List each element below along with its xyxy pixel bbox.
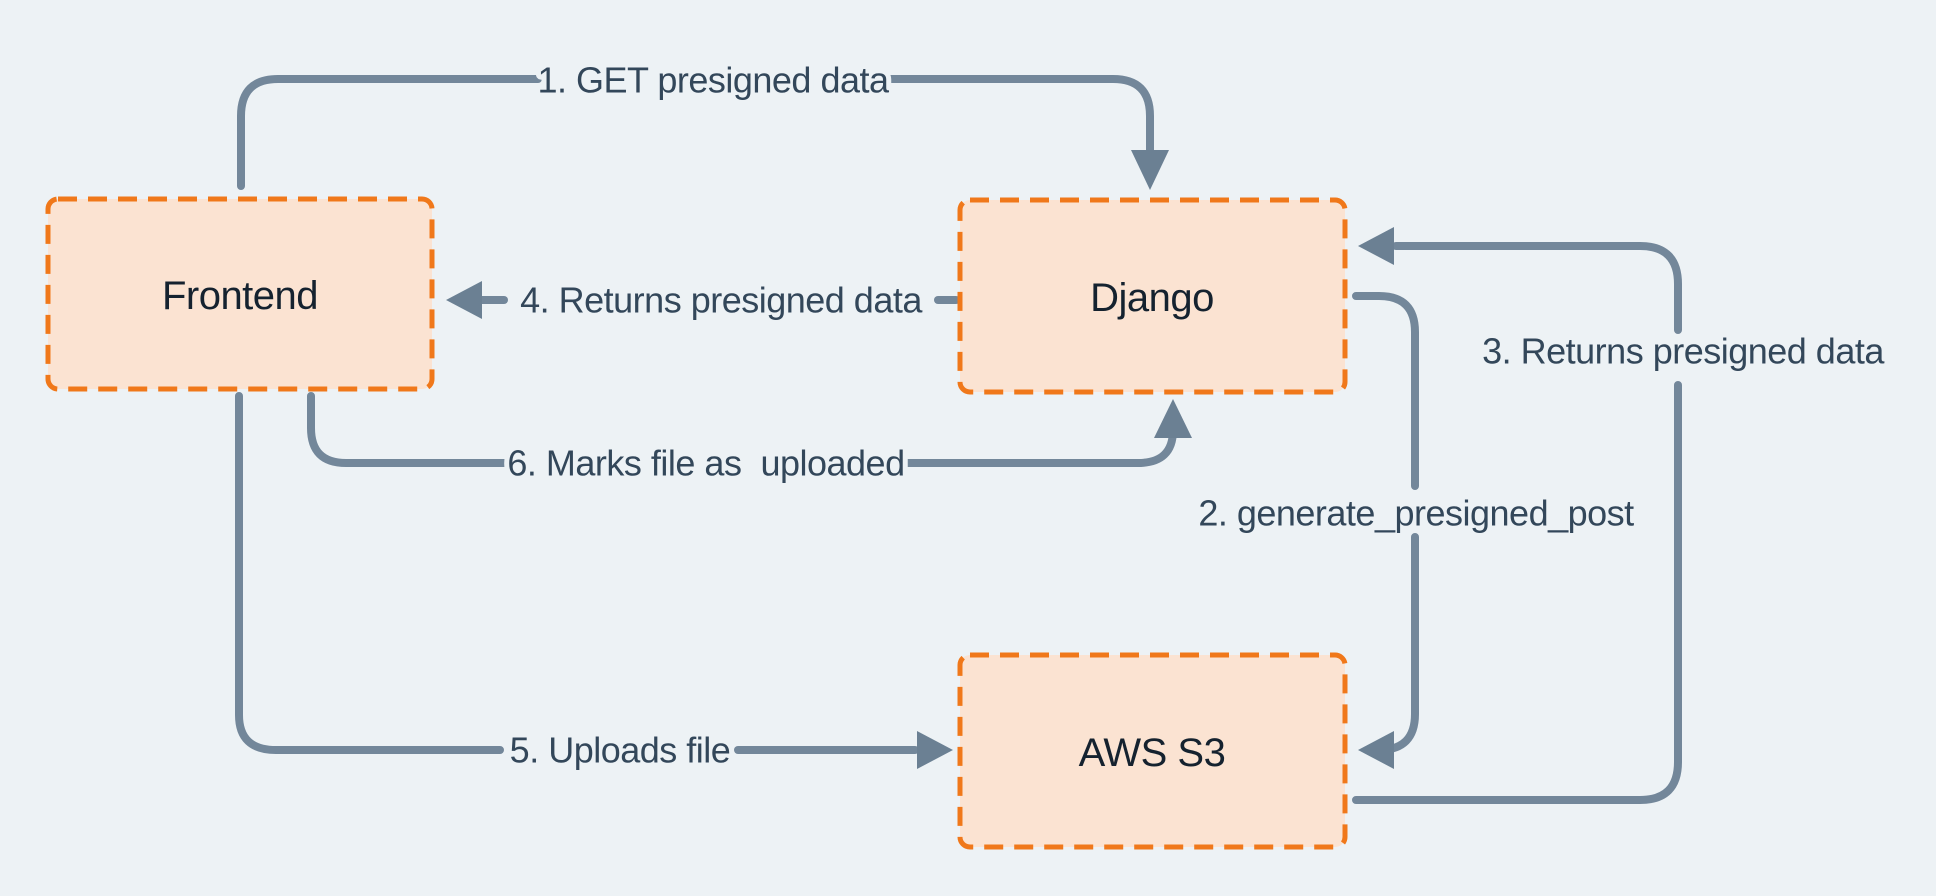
edge-2-arrowhead-icon — [1358, 731, 1394, 769]
edge-6-line-right — [902, 426, 1177, 467]
edge-3-label: 3. Returns presigned data — [1482, 331, 1885, 372]
edge-5-line-left — [235, 392, 504, 754]
edge-1-line-right — [885, 75, 1154, 155]
edge-5-label: 5. Uploads file — [510, 730, 731, 771]
edge-2-line-top — [1352, 292, 1419, 490]
edge-6-arrowhead-icon — [1154, 399, 1192, 438]
edge-2-label: 2. generate_presigned_post — [1198, 493, 1634, 534]
edge-3-line-top — [1392, 242, 1682, 334]
edge-1-arrowhead-icon — [1131, 150, 1169, 190]
node-aws-s3-label: AWS S3 — [1079, 731, 1226, 775]
edge-labels: 1. GET presigned data 2. generate_presig… — [502, 55, 1890, 776]
nodes: Frontend Django AWS S3 — [45, 196, 1348, 850]
edge-1-line-left — [237, 75, 542, 190]
edge-3-arrowhead-icon — [1358, 227, 1394, 265]
edge-4-label: 4. Returns presigned data — [520, 280, 923, 321]
node-frontend-box — [45, 196, 435, 392]
node-aws-s3-box — [957, 652, 1348, 850]
edge-4-arrowhead-icon — [446, 281, 482, 319]
node-django-box — [957, 197, 1348, 395]
edge-2-line-bottom — [1375, 533, 1419, 754]
edge-3-line-bottom — [1352, 381, 1682, 804]
edge-lines — [235, 75, 1682, 804]
edge-6-line-left — [307, 392, 510, 467]
node-frontend-label: Frontend — [162, 274, 318, 318]
node-django-label: Django — [1090, 276, 1214, 320]
edge-1-label: 1. GET presigned data — [537, 60, 890, 101]
edge-6-label: 6. Marks file as uploaded — [507, 443, 904, 484]
edge-5-arrowhead-icon — [917, 731, 953, 769]
